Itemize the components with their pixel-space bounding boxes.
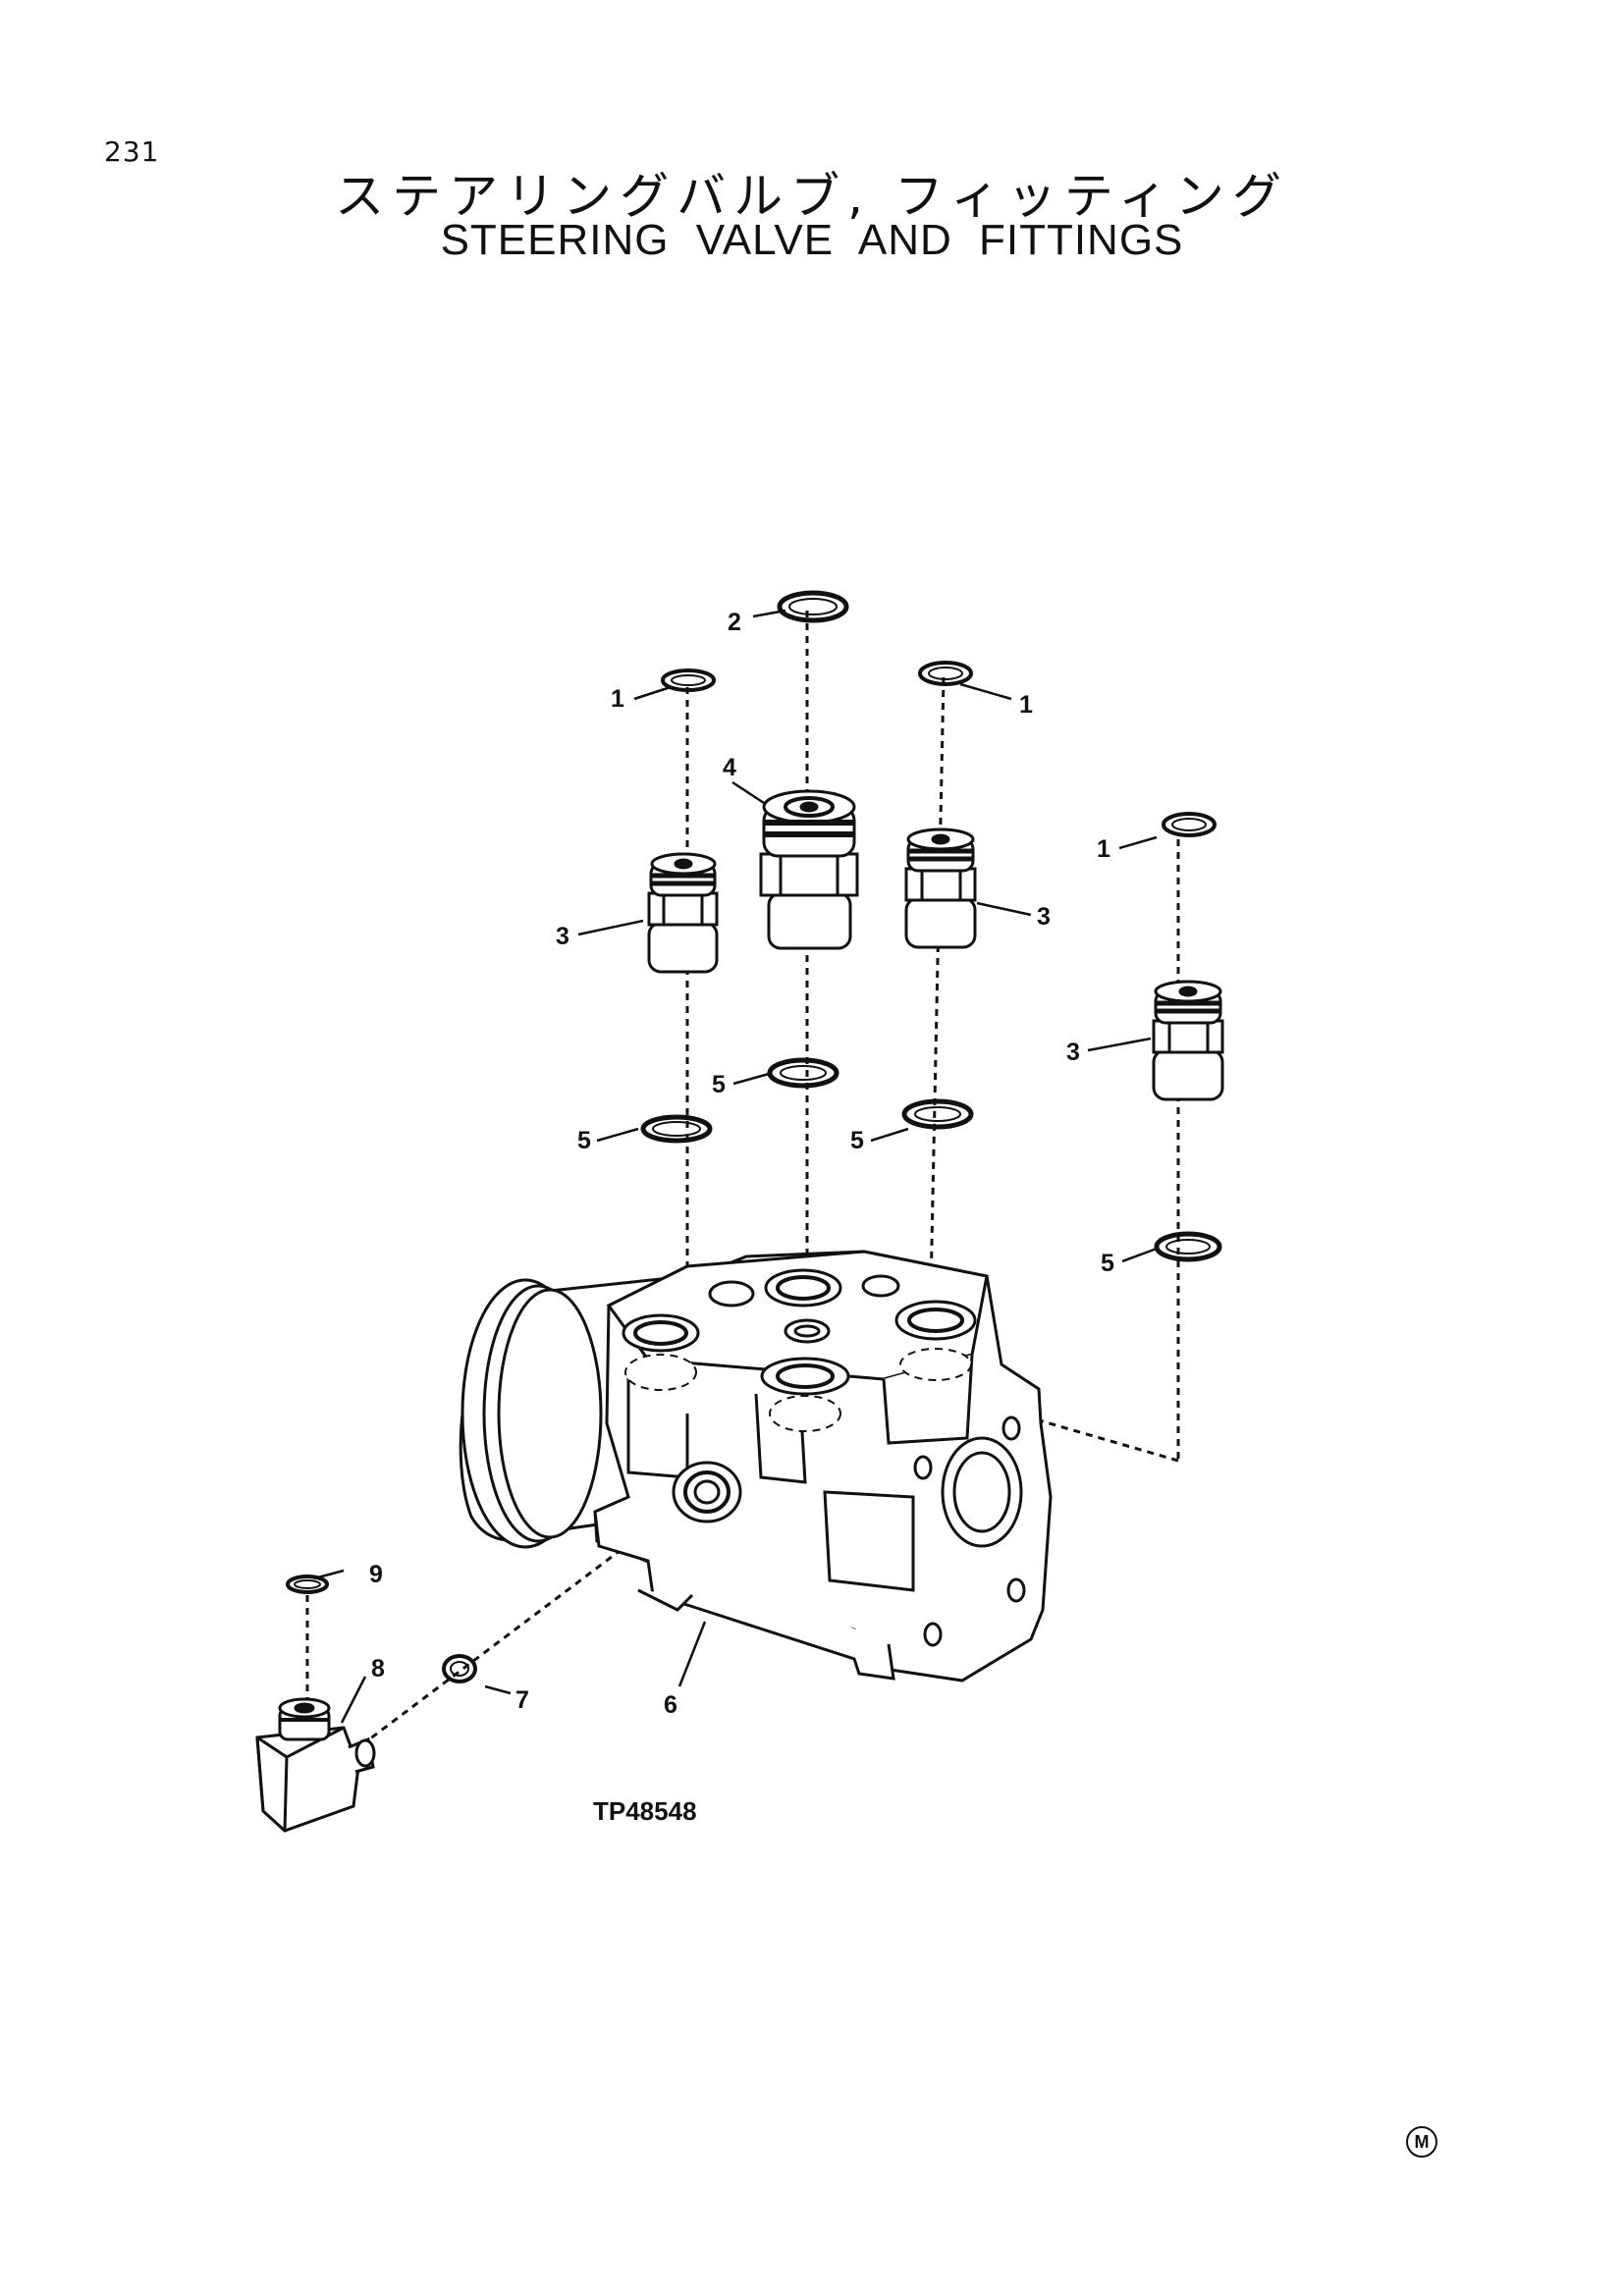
o-ring-top-right xyxy=(918,661,973,686)
o-ring-5-left xyxy=(640,1114,713,1144)
circled-m-mark: M xyxy=(1406,2126,1437,2158)
callout-9: 9 xyxy=(369,1561,383,1588)
elbow-fitting-8 xyxy=(255,1697,376,1833)
o-ring-5-right xyxy=(1154,1231,1222,1262)
o-ring-5-center xyxy=(767,1057,839,1089)
callout-3-right: 3 xyxy=(1066,1039,1080,1066)
plug-seal-7 xyxy=(442,1654,477,1683)
callout-1-far-right: 1 xyxy=(1097,835,1110,863)
fitting-center-right xyxy=(904,828,977,949)
o-ring-far-right xyxy=(1162,812,1217,837)
o-ring-5-center-right xyxy=(901,1098,974,1130)
fitting-large-center xyxy=(759,789,859,950)
title-japanese: ステアリングバルブ, フィッティング xyxy=(335,168,1289,225)
callout-8: 8 xyxy=(371,1655,385,1682)
callout-5-right: 5 xyxy=(1101,1250,1114,1277)
page-number: 231 xyxy=(104,135,160,168)
callout-2: 2 xyxy=(728,609,741,636)
title-english: STEERING VALVE AND FITTINGS xyxy=(440,216,1184,264)
callout-5-center-right: 5 xyxy=(850,1127,864,1154)
o-ring-9 xyxy=(286,1575,329,1594)
leader-lines xyxy=(313,609,1158,1724)
callout-7: 7 xyxy=(515,1686,529,1714)
callout-4: 4 xyxy=(723,754,736,781)
o-ring-top-left xyxy=(661,668,716,692)
steering-valve-body xyxy=(459,1250,1053,1682)
callout-3-center: 3 xyxy=(1037,903,1051,931)
callout-6: 6 xyxy=(664,1691,677,1719)
callout-5-center: 5 xyxy=(712,1071,726,1098)
figure-id: TP48548 xyxy=(593,1796,697,1826)
callout-3-left: 3 xyxy=(556,923,569,950)
callout-1-right: 1 xyxy=(1019,691,1033,719)
callout-labels: 1 1 1 2 3 3 3 4 5 5 5 5 6 7 8 9 xyxy=(369,609,1114,1719)
assembly-lines xyxy=(305,611,1180,1747)
fitting-far-right xyxy=(1152,980,1224,1101)
o-ring-large-top xyxy=(777,590,849,623)
callout-1-left: 1 xyxy=(611,685,624,713)
callout-5-left: 5 xyxy=(577,1127,591,1154)
fitting-left xyxy=(647,852,719,974)
